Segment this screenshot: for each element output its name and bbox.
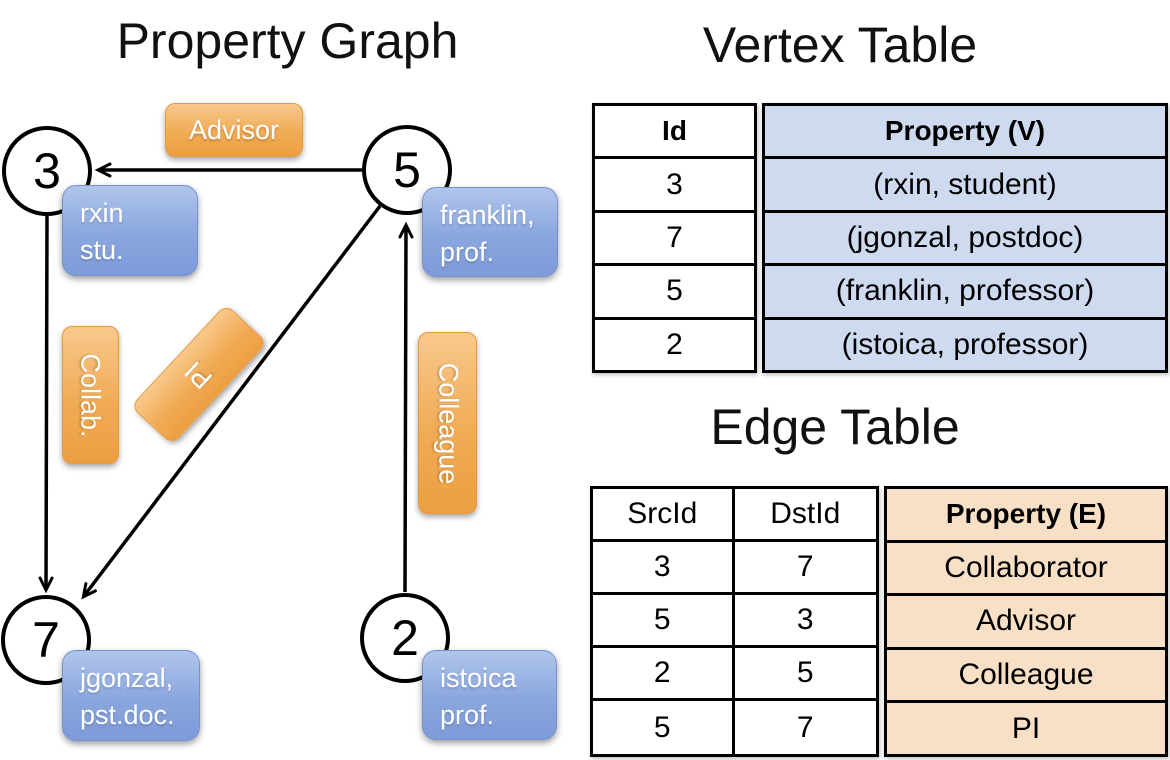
edge-table-property-cell: Colleague <box>887 649 1165 704</box>
edge-table-property-column: Property (E) Collaborator Advisor Collea… <box>884 486 1168 757</box>
vertex-table-id-cell: 2 <box>666 327 683 361</box>
vertex-table-property-cell: (rxin, student) <box>765 159 1165 213</box>
edge-line-colleague-2-to-5 <box>398 221 414 593</box>
edge-label-text: PI <box>179 355 219 395</box>
edge-label-collab: Collab. <box>62 326 119 464</box>
node-id-label: 3 <box>33 143 61 199</box>
vertex-table-id-column: Id 3 7 5 2 <box>592 103 757 373</box>
edge-table-dst-cell: 7 <box>734 542 876 595</box>
edge-table-src-dst-columns: SrcId DstId 3 7 5 3 2 5 5 7 <box>590 486 879 757</box>
edge-table-property-header: Property (E) <box>887 489 1165 543</box>
vertex-property-line: jgonzal, <box>80 663 174 693</box>
property-graph-title: Property Graph <box>116 13 459 69</box>
vertex-property-line: rxin <box>80 198 124 228</box>
edge-table-title: Edge Table <box>710 399 960 455</box>
edge-table-dst-cell: 3 <box>734 595 876 648</box>
vertex-table-property-column: Property (V) (rxin, student) (jgonzal, p… <box>762 103 1168 373</box>
edge-table-src-cell: 3 <box>593 542 735 595</box>
vertex-table-property-header: Property (V) <box>765 106 1165 160</box>
edge-label-colleague: Colleague <box>418 332 477 514</box>
edge-label-text: Collab. <box>76 352 107 438</box>
edge-label-text: Colleague <box>433 362 463 484</box>
edge-table-src-cell: 2 <box>593 648 735 701</box>
edge-table-dst-cell: 5 <box>734 648 876 701</box>
edge-table-property-cell: Collaborator <box>887 542 1165 597</box>
edge-table-src-cell: 5 <box>593 595 735 648</box>
edge-table-property-cell: PI <box>887 703 1165 754</box>
node-id-label: 7 <box>32 612 60 668</box>
vertex-property-box-3: rxin stu. <box>62 185 198 276</box>
vertex-property-line: pst.doc. <box>80 700 175 730</box>
vertex-property-line: prof. <box>440 237 495 267</box>
vertex-property-box-2: istoica prof. <box>422 650 557 740</box>
vertex-property-line: stu. <box>80 235 124 265</box>
vertex-property-box-7: jgonzal, pst.doc. <box>62 650 200 741</box>
vertex-property-line: franklin, <box>440 200 535 230</box>
edge-table-srcid-header: SrcId <box>593 489 735 542</box>
graph-node-3: 3 <box>2 126 92 216</box>
vertex-table-property-cell: (istoica, professor) <box>765 319 1165 371</box>
vertex-table-id-cell: 3 <box>595 159 754 213</box>
vertex-table-title: Vertex Table <box>702 17 978 73</box>
vertex-table-property-cell: (franklin, professor) <box>765 266 1165 320</box>
edge-table-dstid-header: DstId <box>734 489 876 542</box>
vertex-table-property-cell: (jgonzal, postdoc) <box>765 212 1165 267</box>
node-id-label: 2 <box>391 610 419 666</box>
edge-line-collab-3-to-7 <box>38 215 54 594</box>
vertex-table-id-cell: 7 <box>595 213 754 267</box>
edge-label-advisor: Advisor <box>165 103 303 157</box>
edge-table-dst-cell: 7 <box>796 710 814 744</box>
vertex-property-line: prof. <box>440 700 495 730</box>
edge-table-src-cell: 5 <box>593 701 735 754</box>
vertex-table-id-header: Id <box>595 106 754 160</box>
vertex-table-id-cell: 5 <box>595 266 754 320</box>
node-id-label: 5 <box>393 142 421 198</box>
vertex-property-box-5: franklin, prof. <box>422 187 558 277</box>
edge-table-property-cell: Advisor <box>887 596 1165 650</box>
edge-line-pi-5-to-7 <box>81 204 382 600</box>
vertex-property-line: istoica <box>440 663 517 693</box>
edge-label-text: Advisor <box>188 114 280 145</box>
